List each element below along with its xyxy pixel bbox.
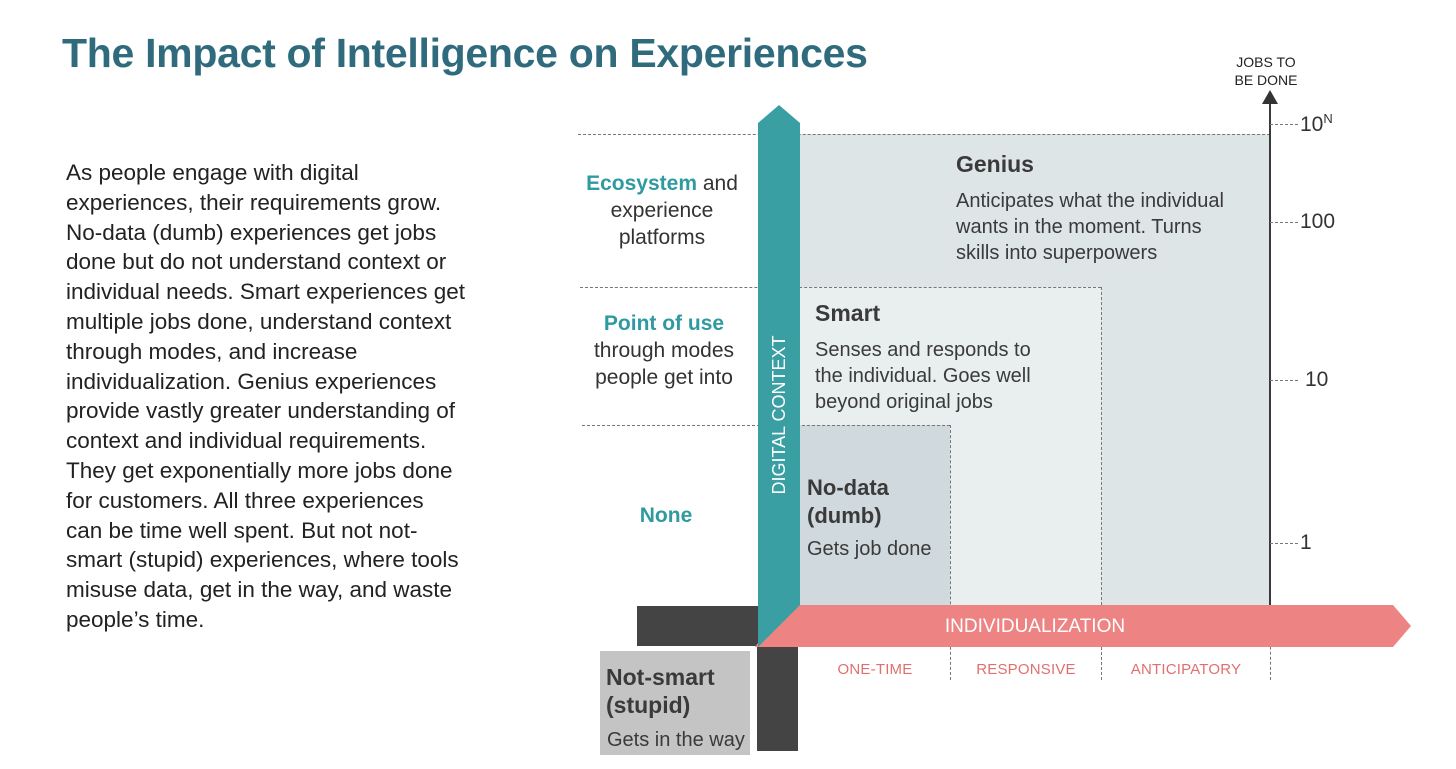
row-label-ecosystem-line2: experience [610, 199, 714, 222]
individualization-arrow [755, 605, 1411, 647]
y-axis-label: JOBS TO BE DONE [1233, 53, 1299, 89]
x-label-one-time: ONE-TIME [837, 661, 913, 678]
smart-description-line3: beyond original jobs [815, 391, 993, 413]
x-label-anticipatory: ANTICIPATORY [1130, 661, 1242, 678]
genius-description: Anticipates what the individual wants in… [956, 188, 1224, 266]
smart-title: Smart [815, 300, 881, 326]
page-title: The Impact of Intelligence on Experience… [62, 30, 868, 76]
smart-description-line1: Senses and responds to [815, 339, 1031, 361]
nodata-title: No-data (dumb) [807, 474, 889, 530]
guide-line-genius [578, 134, 1270, 135]
row-label-point-of-use-line3: people get into [595, 366, 733, 389]
y-axis-arrow-icon [1262, 90, 1278, 104]
guide-line-responsive-boundary [1101, 287, 1102, 680]
y-tick-100: 100 [1300, 210, 1336, 233]
notsmart-box [600, 651, 750, 755]
row-label-ecosystem: Ecosystem and experience platforms [572, 170, 752, 251]
y-axis-line [1269, 102, 1271, 606]
digital-context-label: DIGITAL CONTEXT [769, 335, 789, 495]
y-tick-10n-mark [1270, 124, 1298, 125]
row-label-ecosystem-rest: and [697, 172, 738, 195]
nodata-description: Gets job done [807, 538, 932, 560]
description-paragraph: As people engage with digital experience… [66, 160, 465, 632]
y-tick-1-mark [1270, 543, 1298, 544]
x-label-responsive: RESPONSIVE [976, 661, 1076, 678]
row-label-ecosystem-line3: platforms [618, 226, 706, 249]
notsmart-title: Not-smart (stupid) [606, 663, 715, 719]
row-label-point-of-use: Point of use through modes people get in… [574, 310, 754, 391]
smart-description-line2: the individual. Goes well [815, 365, 1031, 387]
genius-title: Genius [956, 151, 1034, 177]
negative-context-block [637, 606, 759, 646]
genius-description-line3: skills into superpowers [956, 242, 1158, 264]
y-tick-10: 10 [1305, 368, 1329, 391]
genius-description-line2: wants in the moment. Turns [956, 216, 1202, 238]
row-label-point-of-use-highlight: Point of use [603, 312, 725, 335]
y-axis-label-line1: JOBS TO [1236, 54, 1296, 70]
y-tick-10n-exponent: N [1323, 111, 1333, 126]
digital-context-arrow [758, 105, 800, 647]
row-label-ecosystem-highlight: Ecosystem [586, 172, 698, 195]
notsmart-title-line2: (stupid) [606, 692, 691, 718]
guide-line-onetime-boundary [950, 425, 951, 680]
notsmart-description: Gets in the way [607, 729, 745, 751]
y-tick-10n: 10N [1300, 111, 1333, 137]
y-tick-10n-base: 10 [1300, 113, 1324, 136]
row-label-point-of-use-line2: through modes [593, 339, 735, 362]
nodata-title-line2: (dumb) [807, 503, 882, 528]
smart-description: Senses and responds to the individual. G… [815, 337, 1031, 415]
negative-individualization-block [757, 646, 798, 751]
nodata-title-line1: No-data [807, 475, 889, 500]
row-label-none-highlight: None [639, 504, 693, 527]
row-label-none: None [576, 502, 756, 529]
notsmart-title-line1: Not-smart [606, 664, 715, 690]
y-tick-1: 1 [1300, 531, 1312, 554]
nodata-region [799, 425, 950, 606]
individualization-label: INDIVIDUALIZATION [944, 616, 1126, 637]
y-axis-label-line2: BE DONE [1234, 72, 1298, 88]
y-tick-100-mark [1270, 222, 1298, 223]
guide-line-smart [580, 287, 1101, 288]
genius-description-line1: Anticipates what the individual [956, 190, 1224, 212]
y-tick-10-mark [1270, 380, 1298, 381]
